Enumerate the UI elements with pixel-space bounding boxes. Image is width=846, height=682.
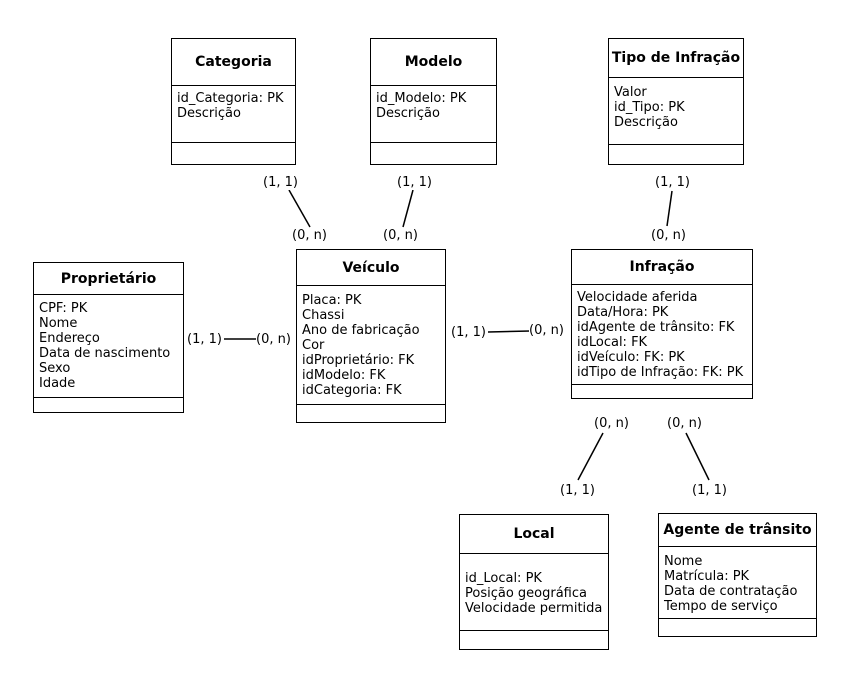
entity-attributes: Placa: PK Chassi Ano de fabricação Cor i… — [297, 285, 445, 405]
attribute: idLocal: FK — [577, 335, 648, 350]
attribute: Matrícula: PK — [664, 569, 750, 584]
attribute: Tempo de serviço — [664, 599, 778, 614]
attribute: Chassi — [302, 308, 345, 323]
entity-attributes: CPF: PK Nome Endereço Data de nascimento… — [34, 294, 183, 398]
attribute: Velocidade aferida — [577, 290, 698, 305]
attribute: id_Categoria: PK — [177, 91, 284, 106]
attribute: Descrição — [376, 106, 440, 121]
attribute: Descrição — [614, 115, 678, 130]
attribute: idProprietário: FK — [302, 353, 415, 368]
cardinality-label: (1, 1) — [692, 483, 727, 498]
attribute: id_Tipo: PK — [614, 100, 685, 115]
entity-attributes: id_Modelo: PK Descrição — [371, 85, 496, 143]
line-modelo-veiculo — [402, 189, 414, 228]
attribute: Descrição — [177, 106, 241, 121]
attribute: Placa: PK — [302, 293, 362, 308]
attribute: Data de contratação — [664, 584, 798, 599]
entity-local[interactable]: Local id_Local: PK Posição geográfica Ve… — [459, 514, 609, 650]
attribute: CPF: PK — [39, 301, 88, 316]
line-veiculo-infracao — [487, 330, 531, 333]
entity-attributes: Valor id_Tipo: PK Descrição — [609, 77, 743, 145]
cardinality-label: (0, n) — [651, 228, 686, 243]
entity-veiculo[interactable]: Veículo Placa: PK Chassi Ano de fabricaç… — [296, 249, 446, 423]
attribute: Nome — [39, 316, 78, 331]
entity-proprietario[interactable]: Proprietário CPF: PK Nome Endereço Data … — [33, 262, 184, 413]
attribute: Posição geográfica — [465, 586, 587, 601]
entity-title: Modelo — [371, 39, 496, 86]
cardinality-label: (0, n) — [529, 323, 564, 338]
cardinality-label: (0, n) — [256, 332, 291, 347]
attribute: Ano de fabricação — [302, 323, 420, 338]
attribute: id_Local: PK — [465, 571, 542, 586]
entity-title: Veículo — [297, 250, 445, 286]
entity-infracao[interactable]: Infração Velocidade aferida Data/Hora: P… — [571, 249, 753, 399]
cardinality-label: (0, n) — [292, 228, 327, 243]
entity-tipo-de-infracao[interactable]: Tipo de Infração Valor id_Tipo: PK Descr… — [608, 38, 744, 165]
entity-title: Local — [460, 515, 608, 554]
attribute: id_Modelo: PK — [376, 91, 467, 106]
line-infracao-local — [577, 432, 604, 481]
cardinality-label: (1, 1) — [560, 483, 595, 498]
attribute: idVeículo: FK: PK — [577, 350, 685, 365]
attribute: Velocidade permitida — [465, 601, 603, 616]
entity-title: Categoria — [172, 39, 295, 86]
cardinality-label: (0, n) — [594, 416, 629, 431]
line-tipo-infracao — [666, 190, 673, 227]
entity-title: Agente de trânsito — [659, 514, 816, 547]
attribute: idTipo de Infração: FK: PK — [577, 365, 744, 380]
cardinality-label: (1, 1) — [263, 175, 298, 190]
attribute: Data de nascimento — [39, 346, 171, 361]
attribute: Valor — [614, 85, 647, 100]
entity-title: Tipo de Infração — [609, 39, 743, 78]
entity-title: Infração — [572, 250, 752, 285]
attribute: idAgente de trânsito: FK — [577, 320, 735, 335]
line-categoria-veiculo — [288, 189, 311, 228]
entity-agente-de-transito[interactable]: Agente de trânsito Nome Matrícula: PK Da… — [658, 513, 817, 637]
cardinality-label: (1, 1) — [655, 175, 690, 190]
entity-title: Proprietário — [34, 263, 183, 295]
attribute: idCategoria: FK — [302, 383, 402, 398]
attribute: Idade — [39, 376, 76, 391]
attribute: Cor — [302, 338, 325, 353]
entity-attributes: id_Local: PK Posição geográfica Velocida… — [460, 553, 608, 631]
attribute: idModelo: FK — [302, 368, 386, 383]
entity-categoria[interactable]: Categoria id_Categoria: PK Descrição — [171, 38, 296, 165]
attribute: Endereço — [39, 331, 100, 346]
entity-modelo[interactable]: Modelo id_Modelo: PK Descrição — [370, 38, 497, 165]
cardinality-label: (0, n) — [667, 416, 702, 431]
attribute: Data/Hora: PK — [577, 305, 669, 320]
attribute: Nome — [664, 554, 703, 569]
attribute: Sexo — [39, 361, 71, 376]
cardinality-label: (1, 1) — [451, 325, 486, 340]
line-infracao-agente — [685, 432, 710, 481]
cardinality-label: (0, n) — [383, 228, 418, 243]
entity-attributes: Velocidade aferida Data/Hora: PK idAgent… — [572, 284, 752, 385]
cardinality-label: (1, 1) — [397, 175, 432, 190]
entity-attributes: Nome Matrícula: PK Data de contratação T… — [659, 546, 816, 619]
cardinality-label: (1, 1) — [187, 332, 222, 347]
entity-attributes: id_Categoria: PK Descrição — [172, 85, 295, 143]
